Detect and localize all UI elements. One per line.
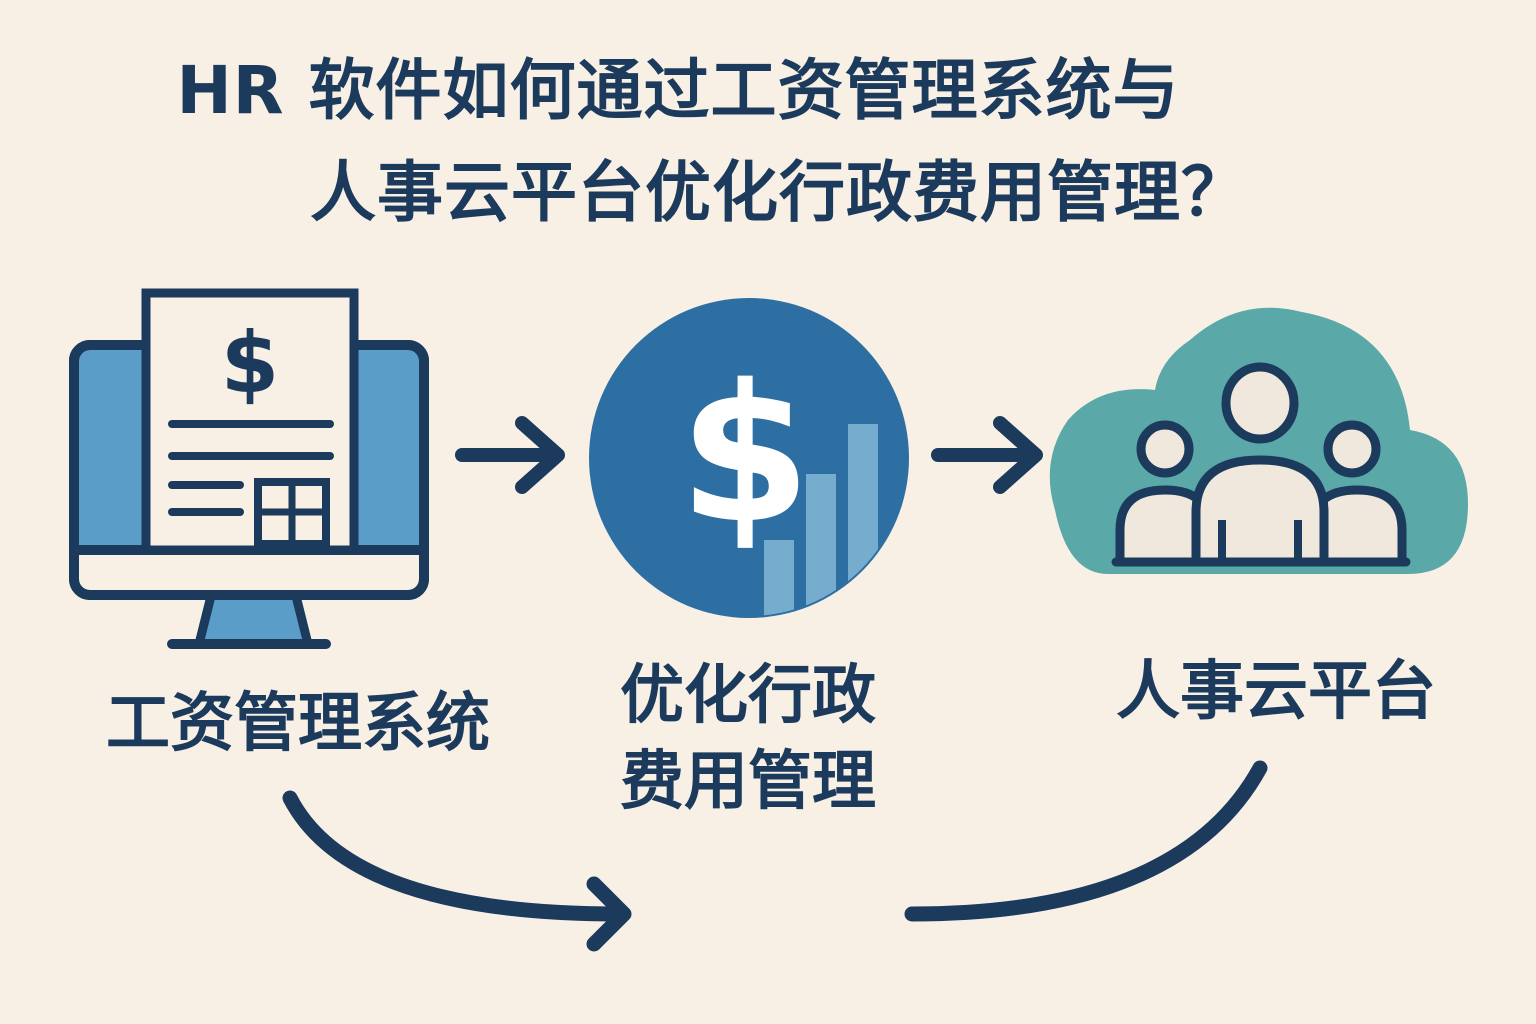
optimize-expense-label-line-1: 优化行政 [620,659,876,733]
monitor-payslip-icon [69,288,429,649]
payroll-dollar-sign: $ [221,314,279,412]
chart-bar-2 [806,474,836,616]
optimize-expense-label-line-2: 费用管理 [620,745,876,819]
optimize-dollar-sign: $ [679,344,811,565]
payroll-system-label: 工资管理系统 [106,687,490,761]
page-title-line-2: 人事云平台优化行政费用管理？ [310,154,1248,231]
chart-bar-1 [764,540,794,616]
hr-cloud-label: 人事云平台 [1116,655,1436,729]
cloud-people-icon [1049,307,1468,574]
page-title-line-1: HR 软件如何通过工资管理系统与 [176,52,1180,129]
arrow-optimize-to-cloud [931,416,1043,494]
curved-arrow-right [904,760,1268,922]
arrow-payroll-to-optimize [455,416,565,494]
curved-arrow-left [282,790,632,952]
